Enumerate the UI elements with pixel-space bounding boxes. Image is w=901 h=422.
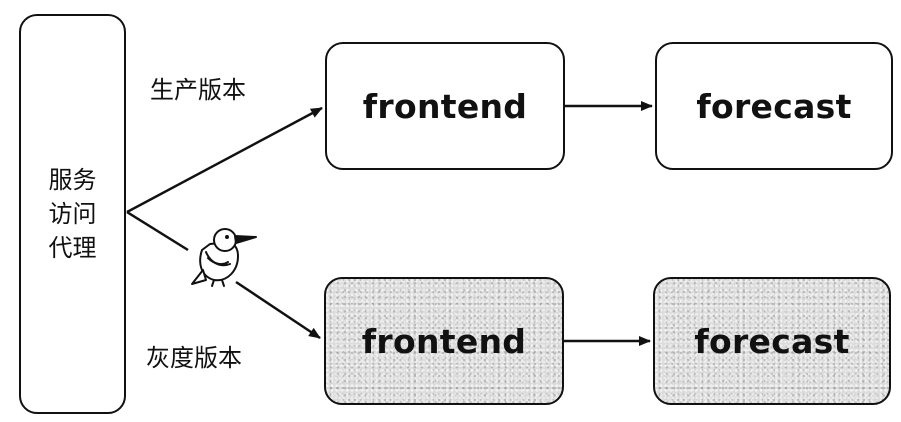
canary-forecast-node: forecast [653,277,891,405]
arrow-proxy-to-canary-frontend [235,280,321,340]
kingfisher-bird-icon [191,228,257,287]
production-frontend-label: frontend [362,86,528,126]
canary-frontend-node: frontend [324,277,564,405]
production-frontend-node: frontend [325,42,565,170]
production-route-label: 生产版本 [150,76,246,104]
canary-forecast-label: forecast [694,321,850,361]
production-forecast-node: forecast [655,42,893,170]
proxy-label: 服务访问代理 [48,166,97,262]
arrow-proxy-to-production-frontend [126,106,323,214]
service-access-proxy: 服务访问代理 [19,14,126,414]
canary-frontend-label: frontend [361,321,527,361]
arrow-proxy-to-canary-segment [126,210,189,252]
canary-route-label: 灰度版本 [146,344,242,372]
production-forecast-label: forecast [696,86,852,126]
